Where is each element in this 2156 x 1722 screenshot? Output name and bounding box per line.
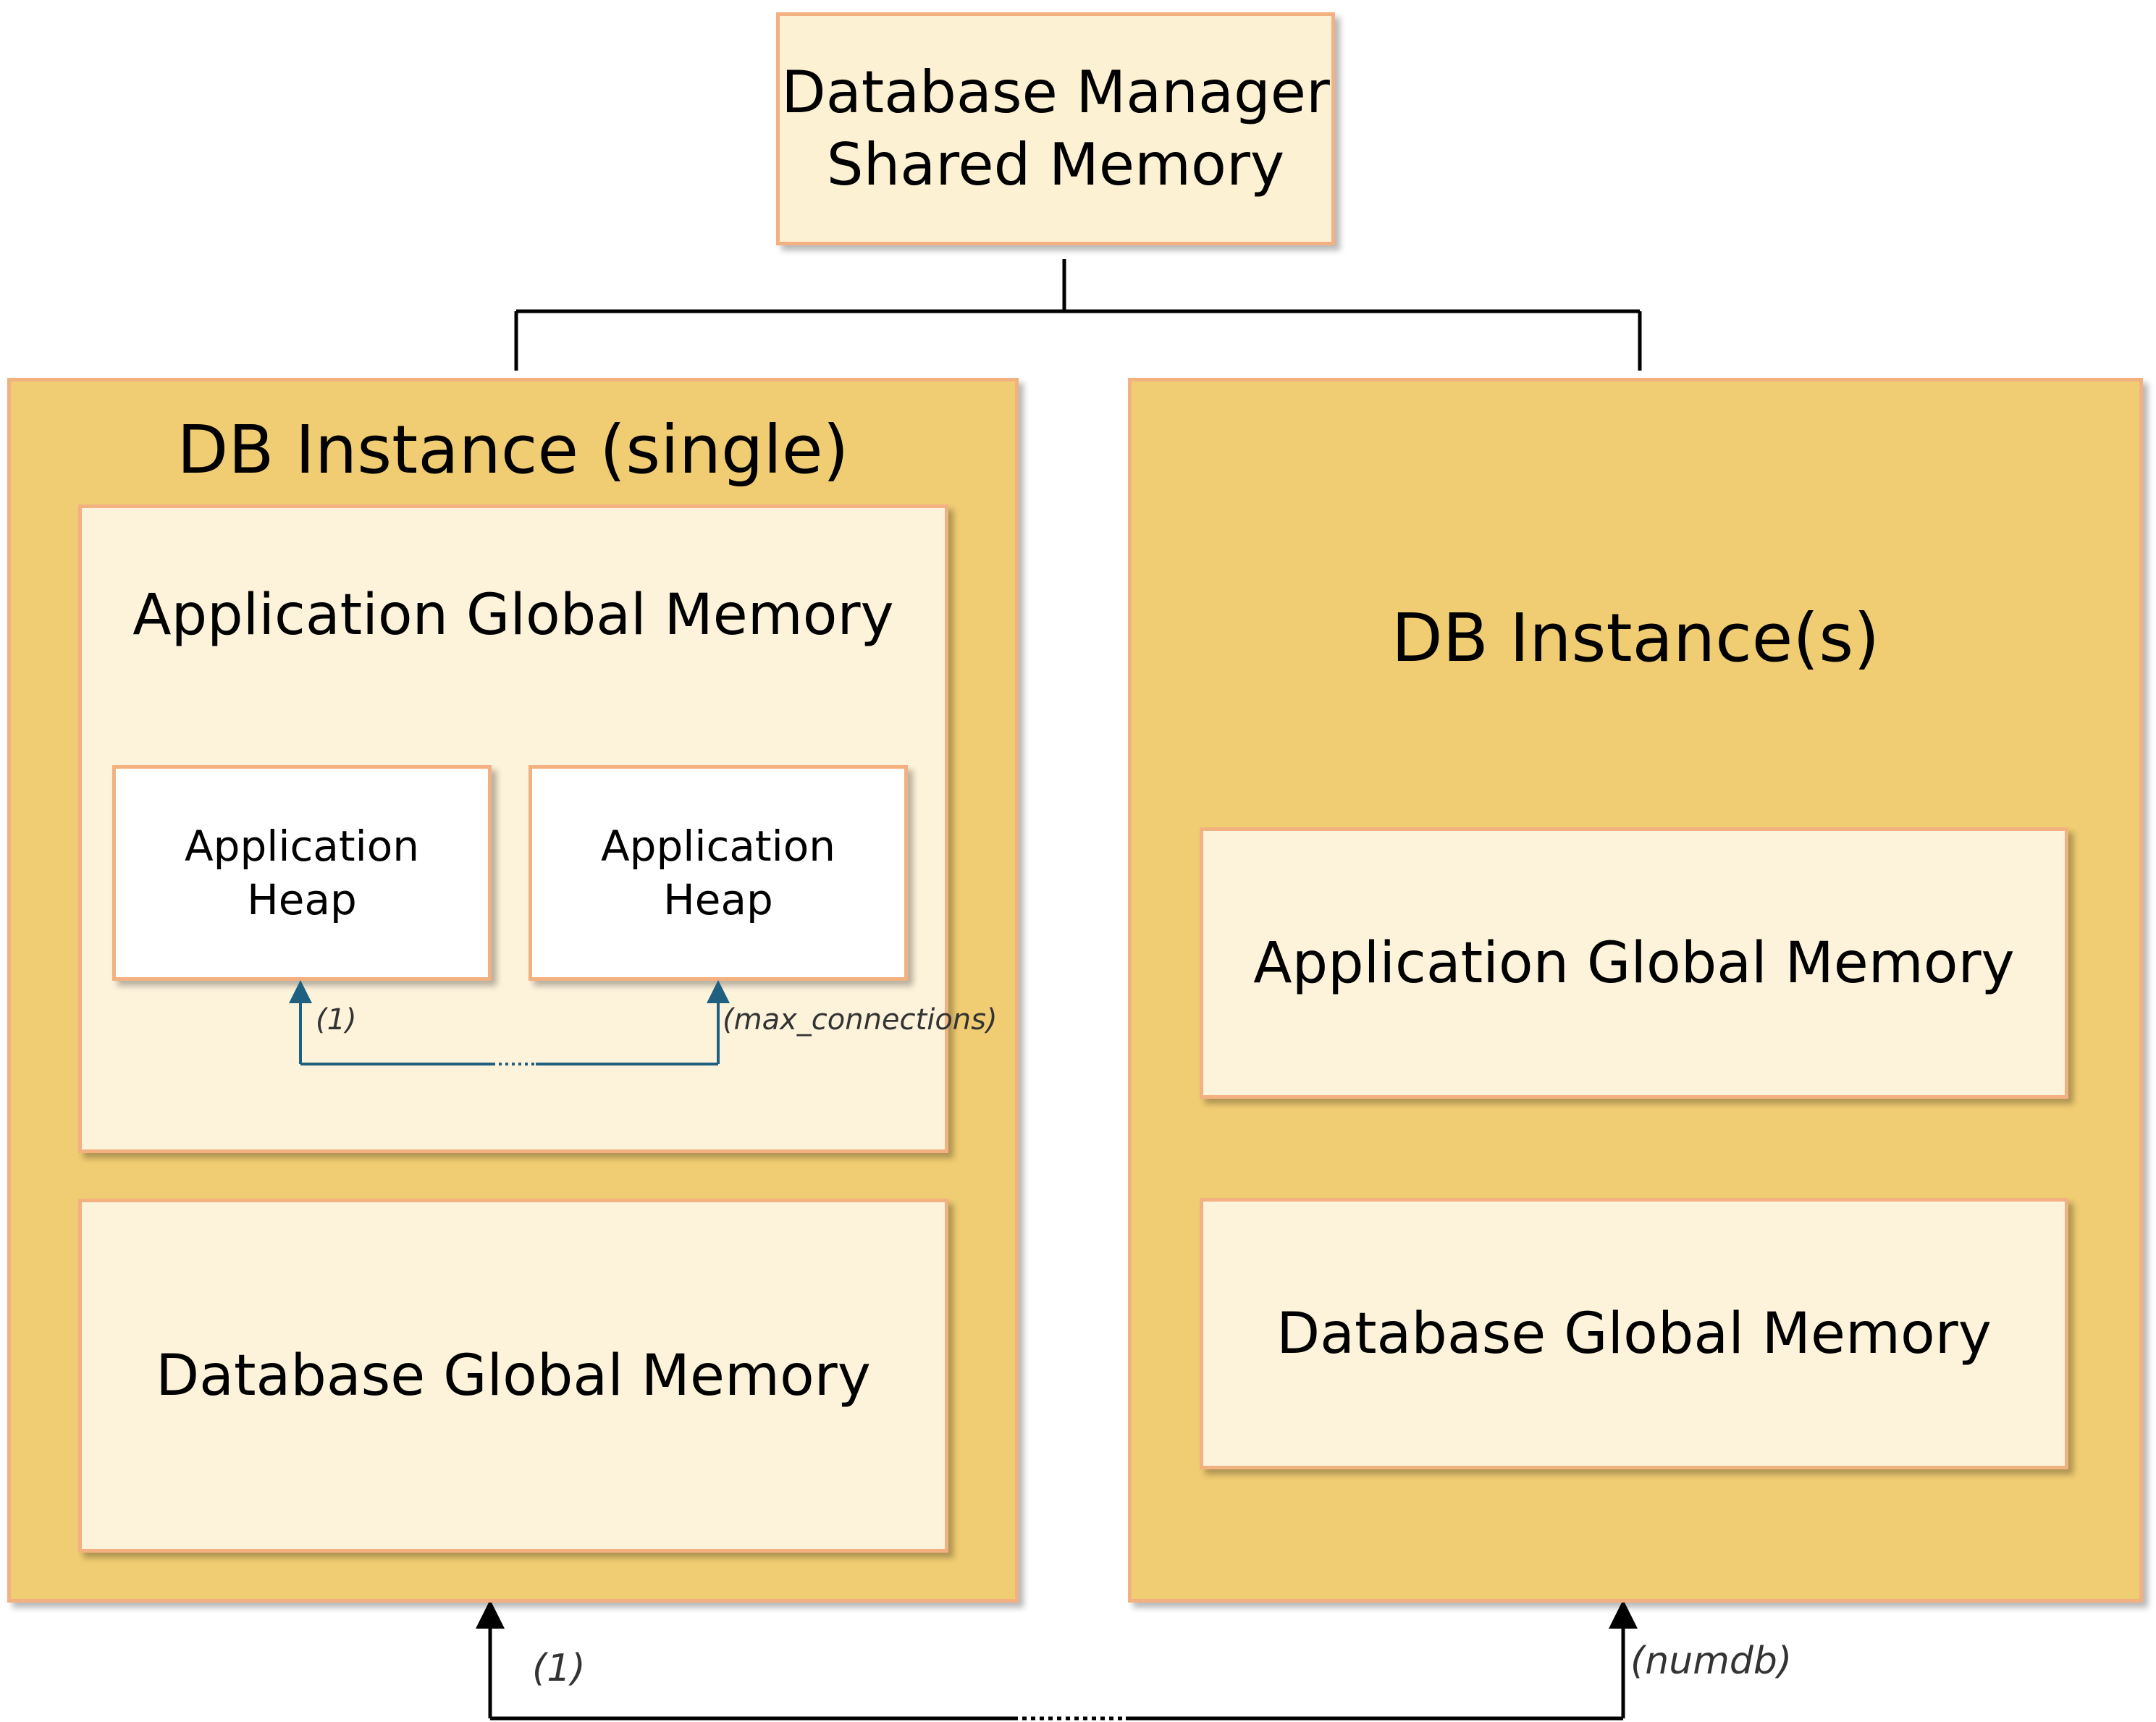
instance-last-index-label: (numdb) — [1630, 1639, 1793, 1683]
manager-title-line2: Shared Memory — [826, 131, 1285, 198]
heap-first-line2: Heap — [247, 875, 357, 924]
db-instances-title: DB Instance(s) — [1391, 599, 1880, 677]
manager-title-line1: Database Manager — [781, 59, 1330, 126]
app-global-memory-single-title: Application Global Memory — [132, 583, 894, 648]
heap-last-line2: Heap — [663, 875, 773, 924]
database-global-memory-single-label: Database Global Memory — [156, 1343, 871, 1409]
database-global-memory-multi-label: Database Global Memory — [1276, 1301, 1992, 1367]
application-heap-last-box: Application Heap — [529, 765, 908, 981]
instance-first-index-label: (1) — [532, 1647, 586, 1690]
app-global-memory-multi-box: Application Global Memory — [1200, 827, 2068, 1099]
heap-last-index-label: (max_connections) — [723, 1003, 998, 1037]
heap-last-line1: Application — [600, 822, 836, 871]
bottom-instances-connector — [476, 1600, 1638, 1721]
application-heap-first-box: Application Heap — [112, 765, 492, 981]
heap-first-index-label: (1) — [316, 1003, 357, 1037]
database-global-memory-multi-box: Database Global Memory — [1200, 1198, 2068, 1469]
heap-first-line1: Application — [184, 822, 420, 871]
database-global-memory-single-box: Database Global Memory — [78, 1199, 948, 1553]
db-instance-single-title: DB Instance (single) — [177, 411, 849, 489]
app-global-memory-multi-label: Application Global Memory — [1253, 930, 2015, 996]
database-manager-shared-memory-box: Database Manager Shared Memory — [776, 12, 1335, 245]
manager-tree-connector — [514, 259, 1642, 371]
